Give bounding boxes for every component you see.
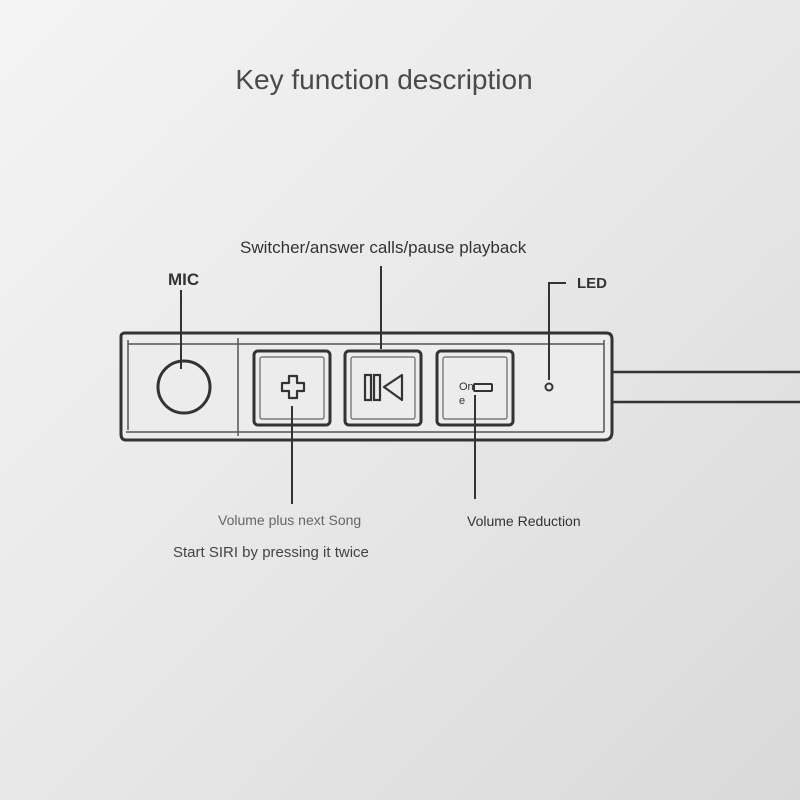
led-icon — [544, 382, 554, 392]
plus-icon — [280, 374, 306, 400]
switcher-label: Switcher/answer calls/pause playback — [240, 238, 527, 257]
leader-lines — [180, 266, 566, 504]
play-pause-icon — [363, 373, 404, 402]
minus-button-text: On e — [459, 381, 474, 407]
minus-icon — [473, 383, 493, 392]
cable — [612, 370, 800, 404]
volume-plus-label: Volume plus next Song — [218, 512, 362, 528]
mic-label: MIC — [168, 270, 200, 289]
play-pause-button — [343, 349, 423, 427]
led-leader — [548, 282, 566, 380]
led-label: LED — [577, 275, 607, 292]
siri-label: Start SIRI by pressing it twice — [173, 544, 369, 561]
mic-icon — [156, 359, 212, 415]
page-title: Key function description — [235, 64, 533, 95]
volume-down-label: Volume Reduction — [467, 513, 581, 529]
